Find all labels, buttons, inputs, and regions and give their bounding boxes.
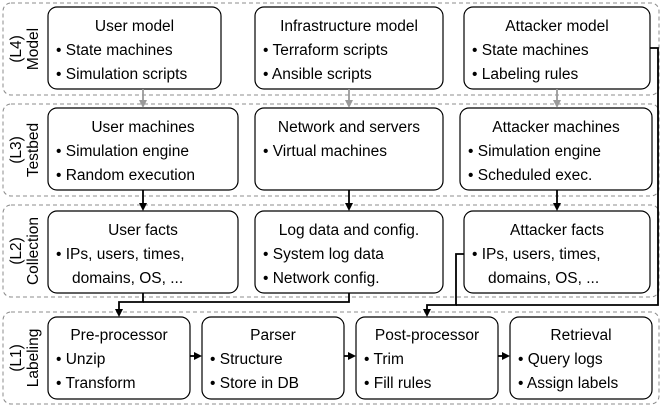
box-user-machines: User machines • Simulation engine • Rand… <box>47 107 239 191</box>
box-network-servers-item-1: • Virtual machines <box>263 143 387 160</box>
layer-label-l3-name: Testbed <box>25 123 42 177</box>
box-log-data-title: Log data and config. <box>279 222 419 239</box>
layer-frame-l3 <box>2 103 660 197</box>
box-retrieval-item-1: • Query logs <box>518 351 603 368</box>
box-infrastructure-model-item-1: • Terraform scripts <box>263 42 388 59</box>
layer-frame-l1 <box>2 311 660 405</box>
box-log-data: Log data and config. • System log data •… <box>254 210 444 294</box>
box-infrastructure-model-title: Infrastructure model <box>280 18 418 35</box>
box-user-facts-title: User facts <box>108 222 178 239</box>
box-user-machines-title: User machines <box>91 119 195 136</box>
layer-label-l4: (L4) Model <box>8 28 42 70</box>
box-postprocessor-title: Post-processor <box>375 327 479 344</box>
arrow-user-facts-to-preprocessor <box>115 293 144 317</box>
box-network-servers-title: Network and servers <box>278 119 420 136</box>
box-infrastructure-model: Infrastructure model • Terraform scripts… <box>254 6 444 90</box>
box-attacker-model: Attacker model • State machines • Labeli… <box>463 6 651 90</box>
box-postprocessor-item-2: • Fill rules <box>364 375 432 392</box>
box-infrastructure-model-item-2: • Ansible scripts <box>263 66 372 83</box>
box-user-machines-item-1: • Simulation engine <box>56 143 189 160</box>
layer-frame-l4 <box>2 2 660 96</box>
box-retrieval: Retrieval • Query logs • Assign labels <box>509 316 653 400</box>
box-user-model-title: User model <box>95 18 174 35</box>
box-attacker-facts: Attacker facts • IPs, users, times, doma… <box>463 210 651 294</box>
box-attacker-machines-item-2: • Scheduled exec. <box>468 167 592 184</box>
box-attacker-facts-item-2: domains, OS, ... <box>488 270 599 287</box>
box-attacker-facts-item-1: • IPs, users, times, <box>472 246 601 263</box>
box-user-model: User model • State machines • Simulation… <box>47 6 222 90</box>
box-log-data-item-2: • Network config. <box>263 270 380 287</box>
box-attacker-machines-item-1: • Simulation engine <box>468 143 601 160</box>
layer-label-l1: (L1) Labeling <box>8 329 42 388</box>
layer-label-l3: (L3) Testbed <box>8 123 42 177</box>
box-preprocessor: Pre-processor • Unzip • Transform <box>47 316 191 400</box>
layer-label-l1-name: Labeling <box>25 329 42 388</box>
box-user-facts-item-1: • IPs, users, times, <box>56 246 185 263</box>
box-attacker-model-item-2: • Labeling rules <box>472 66 578 83</box>
box-attacker-model-title: Attacker model <box>505 18 608 35</box>
layer-label-l4-id: (L4) <box>8 35 25 63</box>
box-preprocessor-item-1: • Unzip <box>56 351 105 368</box>
box-user-facts-item-2: domains, OS, ... <box>72 270 183 287</box>
box-attacker-facts-title: Attacker facts <box>510 222 604 239</box>
box-parser-title: Parser <box>250 327 296 344</box>
box-parser: Parser • Structure • Store in DB <box>201 316 345 400</box>
box-attacker-machines: Attacker machines • Simulation engine • … <box>459 107 653 191</box>
box-parser-item-1: • Structure <box>210 351 283 368</box>
box-preprocessor-item-2: • Transform <box>56 375 136 392</box>
box-network-servers: Network and servers • Virtual machines <box>254 107 444 191</box>
box-retrieval-title: Retrieval <box>550 327 611 344</box>
arrow-log-data-to-preprocessor <box>143 293 350 303</box>
box-retrieval-item-2: • Assign labels <box>518 375 618 392</box>
layer-label-l1-id: (L1) <box>8 344 25 372</box>
layer-label-l2: (L2) Collection <box>8 217 42 285</box>
layer-label-l2-id: (L2) <box>8 237 25 265</box>
box-user-facts: User facts • IPs, users, times, domains,… <box>47 210 239 294</box>
box-user-machines-item-2: • Random execution <box>56 167 195 184</box>
box-postprocessor-item-1: • Trim <box>364 351 404 368</box>
box-preprocessor-title: Pre-processor <box>70 327 167 344</box>
box-parser-item-2: • Store in DB <box>210 375 299 392</box>
box-postprocessor: Post-processor • Trim • Fill rules <box>355 316 499 400</box>
box-log-data-item-1: • System log data <box>263 246 384 263</box>
layer-label-l3-id: (L3) <box>8 136 25 164</box>
layer-frame-l2 <box>2 204 660 298</box>
layer-label-l4-name: Model <box>25 28 42 70</box>
box-attacker-machines-title: Attacker machines <box>492 119 620 136</box>
layer-label-l2-name: Collection <box>25 217 42 285</box>
box-user-model-item-2: • Simulation scripts <box>56 66 187 83</box>
box-user-model-item-1: • State machines <box>56 42 173 59</box>
box-attacker-model-item-1: • State machines <box>472 42 589 59</box>
arrow-attacker-model-to-postprocessor <box>456 47 659 306</box>
